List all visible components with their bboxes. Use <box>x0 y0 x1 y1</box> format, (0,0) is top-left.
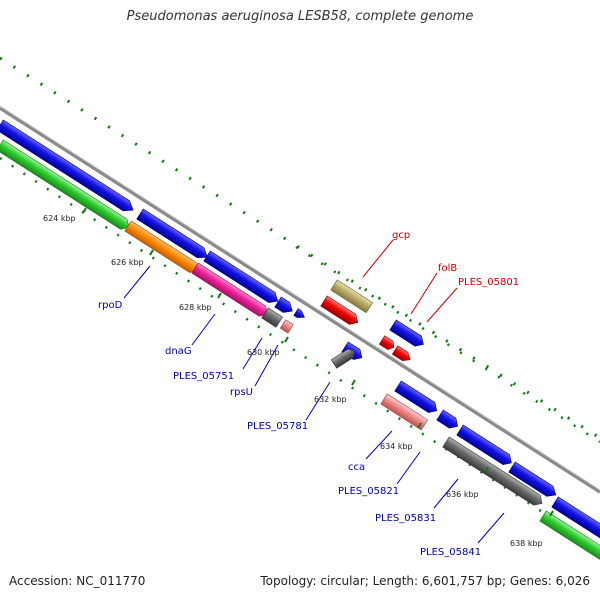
gene-label-dnaG[interactable]: dnaG <box>165 346 192 357</box>
gene-blue-9 <box>456 424 512 466</box>
scale-tick-label: 638 kbp <box>510 539 543 548</box>
scale-tick-label: 636 kbp <box>446 490 479 499</box>
gene-red-folB-b <box>391 345 411 361</box>
scale-tick-label: 630 kbp <box>247 348 280 357</box>
scale-tick-label: 634 kbp <box>380 442 413 451</box>
genome-summary-text: Topology: circular; Length: 6,601,757 bp… <box>260 574 590 588</box>
gene-blue-10 <box>508 461 557 497</box>
gene-label-gcp[interactable]: gcp <box>392 230 410 241</box>
label-leader <box>242 337 263 370</box>
gene-olive-gcp <box>330 279 374 314</box>
gene-label-cca[interactable]: cca <box>348 462 365 473</box>
gene-label-PLES_05841[interactable]: PLES_05841 <box>420 547 481 558</box>
label-leader <box>433 478 459 509</box>
forward-strand-genes <box>320 279 424 361</box>
map-title: Pseudomonas aeruginosa LESB58, complete … <box>126 9 474 24</box>
gene-label-rpsU[interactable]: rpsU <box>230 387 253 398</box>
reverse-strand-genes <box>0 119 600 565</box>
gene-blue-3 <box>203 250 279 303</box>
scale-tick-label: 628 kbp <box>179 303 212 312</box>
gene-blue-4 <box>274 296 293 313</box>
gene-blue-7 <box>394 380 438 413</box>
gene-label-PLES_05831[interactable]: PLES_05831 <box>375 513 436 524</box>
label-leader <box>426 287 458 323</box>
gene-gray-PLES_05831 <box>442 436 543 506</box>
reverse-gene-labels: rpoD dnaG PLES_05751 rpsU PLES_05781 cca… <box>98 265 505 558</box>
genome-backbone <box>0 106 600 494</box>
outer-ring-dots <box>0 56 600 440</box>
gene-blue-1 <box>0 119 134 212</box>
label-leader <box>305 381 331 421</box>
mid-ring-dots <box>295 245 600 444</box>
accession-text: Accession: NC_011770 <box>9 574 146 588</box>
label-leader <box>123 265 151 299</box>
label-leader <box>477 512 505 544</box>
gene-label-folB[interactable]: folB <box>438 263 457 274</box>
label-leader <box>365 430 393 460</box>
gene-blue-2 <box>136 208 208 259</box>
scale-tick-label: 624 kbp <box>43 214 76 223</box>
gene-pink-rpsU <box>279 319 294 334</box>
forward-gene-labels: gcp folB PLES_05801 <box>362 230 519 323</box>
label-leader <box>362 239 394 278</box>
gene-pink-cca <box>380 393 429 431</box>
gene-gray-PLES_05751 <box>261 307 283 328</box>
inner-dotted-ring <box>0 156 571 532</box>
label-leader <box>410 272 438 315</box>
gene-red-folB-a <box>378 335 395 350</box>
outer-dotted-ring <box>0 56 600 440</box>
gene-green-1 <box>0 139 130 230</box>
gene-red-1 <box>320 295 359 325</box>
label-leader <box>396 451 421 485</box>
gene-label-PLES_05801[interactable]: PLES_05801 <box>458 277 519 288</box>
scale-tick-label: 632 kbp <box>314 395 347 404</box>
label-leader <box>254 344 279 387</box>
gene-label-rpoD[interactable]: rpoD <box>98 300 123 311</box>
gene-label-PLES_05821[interactable]: PLES_05821 <box>338 486 399 497</box>
gene-green-2 <box>539 510 600 565</box>
scale-tick-label: 626 kbp <box>111 258 144 267</box>
gene-blue-8 <box>436 409 459 429</box>
gene-gray-PLES_05781 <box>330 348 355 369</box>
inner-ring-dots <box>0 156 571 532</box>
scale-ticks: 624 kbp 626 kbp 628 kbp 630 kbp 632 kbp … <box>43 207 554 548</box>
middle-dotted-ring <box>295 245 600 444</box>
gene-blue-PLES_05801 <box>389 319 424 347</box>
genome-backbone-highlight <box>0 105 600 491</box>
label-leader <box>191 313 216 346</box>
gene-label-PLES_05781[interactable]: PLES_05781 <box>247 421 308 432</box>
gene-blue-11 <box>551 496 600 540</box>
gene-blue-5 <box>293 308 305 318</box>
gene-label-PLES_05751[interactable]: PLES_05751 <box>173 371 234 382</box>
